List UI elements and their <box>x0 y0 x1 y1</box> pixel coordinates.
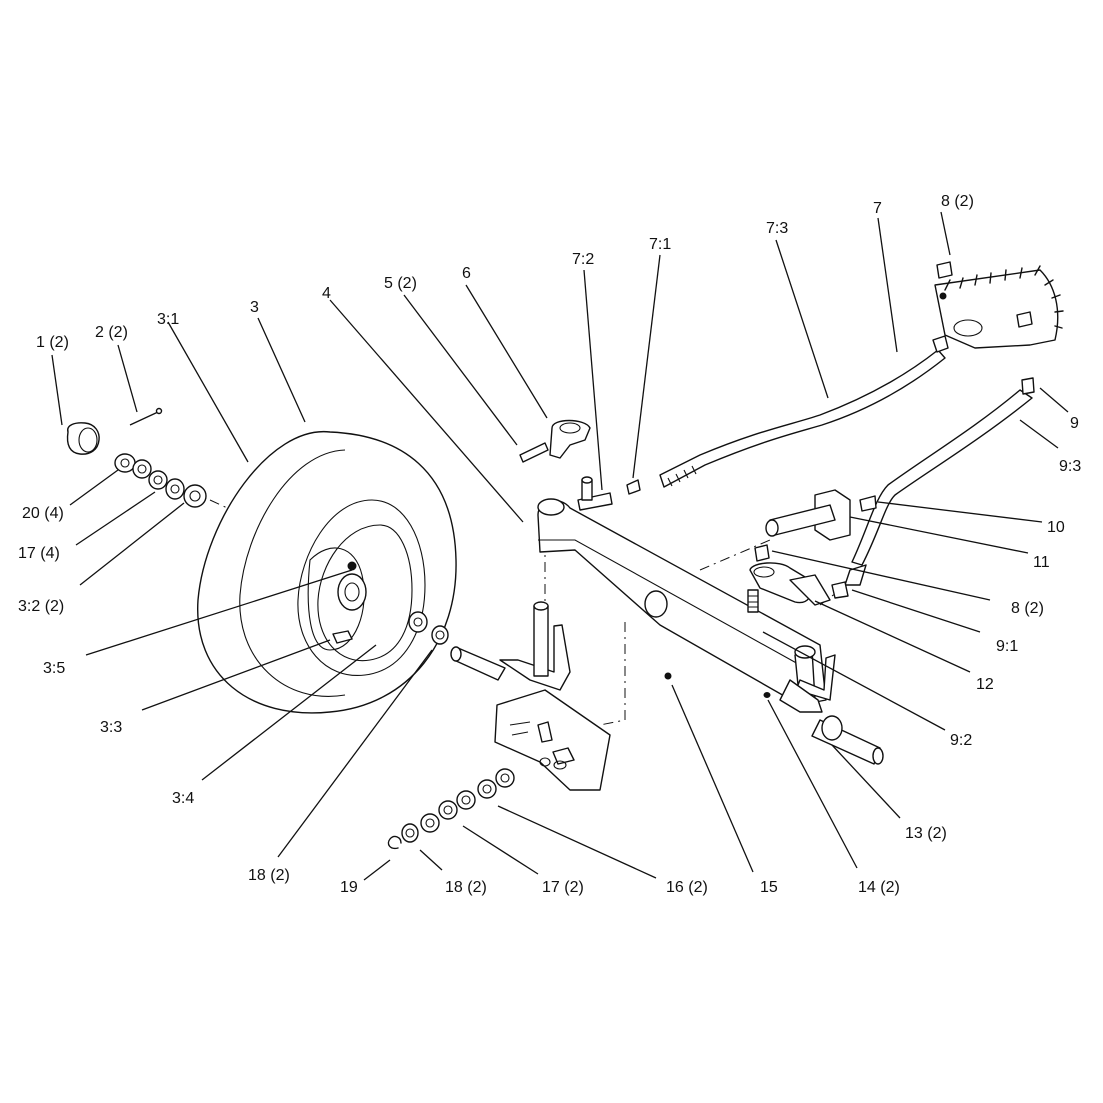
callout-7: 7 <box>873 200 882 217</box>
callout-18a: 18 (2) <box>248 867 290 884</box>
grease-fitting-14 <box>763 692 771 698</box>
callout-8b: 8 (2) <box>1011 600 1044 617</box>
cotter-pin <box>129 411 159 426</box>
callout-7-2: 7:2 <box>572 251 594 268</box>
washer-18a <box>408 611 428 633</box>
callout-13: 13 (2) <box>905 825 947 842</box>
callout-9: 9 <box>1070 415 1079 432</box>
hub-parts-left <box>66 407 207 508</box>
callout-3-2: 3:2 (2) <box>18 598 64 615</box>
washer-16 <box>495 768 515 788</box>
callout-12: 12 <box>976 676 994 693</box>
callout-3-1: 3:1 <box>157 311 179 328</box>
steering-arm-left <box>519 419 613 511</box>
washer-20b <box>132 459 152 479</box>
tie-rod-7 <box>626 335 949 495</box>
callout-7-3: 7:3 <box>766 220 788 237</box>
mounting-bracket <box>494 689 611 791</box>
washer-17e <box>438 800 458 820</box>
callout-11: 11 <box>1033 554 1050 571</box>
grease-fitting-15 <box>664 672 672 680</box>
callout-9-2: 9:2 <box>950 732 972 749</box>
wheel-hub <box>337 573 367 611</box>
callout-19: 19 <box>340 879 358 896</box>
hex-bolt-8b <box>1016 311 1033 328</box>
callout-7-1: 7:1 <box>649 236 671 253</box>
hex-bolt-8 <box>936 261 953 279</box>
callout-15: 15 <box>760 879 778 896</box>
callout-17b: 17 (2) <box>542 879 584 896</box>
bolt-10 <box>859 495 877 512</box>
washer-20a <box>114 453 136 473</box>
bottom-washers <box>387 768 515 850</box>
jam-nut-7-1 <box>626 479 641 495</box>
callout-9-3: 9:3 <box>1059 458 1081 475</box>
washer-18c <box>420 813 440 833</box>
callout-3-5: 3:5 <box>43 660 65 677</box>
right-axle-shaft <box>811 715 884 765</box>
hub-cap <box>66 422 100 455</box>
callout-3-4: 3:4 <box>172 790 194 807</box>
threaded-end-9 <box>844 564 867 586</box>
valve-stem <box>332 630 353 644</box>
callout-8a: 8 (2) <box>941 193 974 210</box>
spindle-axle <box>453 647 506 681</box>
washer-17d <box>456 790 476 810</box>
sector-gear <box>934 261 1064 349</box>
axle-beam <box>537 498 836 713</box>
callout-10: 10 <box>1047 519 1065 536</box>
steering-arm-right <box>747 562 831 613</box>
steering-arm <box>549 419 591 459</box>
callout-9-1: 9:1 <box>996 638 1018 655</box>
washer-17a <box>148 470 168 490</box>
callout-4: 4 <box>322 285 331 302</box>
pivot-bore <box>644 590 668 618</box>
ball-joint-9-2 <box>747 589 759 613</box>
washer-17c <box>477 779 497 799</box>
nut-9-1 <box>831 581 849 599</box>
ball-joint-7-2 <box>577 492 613 511</box>
callout-2: 2 (2) <box>95 324 128 341</box>
leader-lines <box>51 211 1069 881</box>
callout-20: 20 (4) <box>22 505 64 522</box>
callout-3: 3 <box>250 299 259 316</box>
callout-17a: 17 (4) <box>18 545 60 562</box>
callout-labels: 1 (2) 2 (2) 3:1 3 4 5 (2) 6 7:2 7:1 7:3 … <box>18 193 1081 896</box>
e-clip <box>387 835 402 850</box>
callout-6: 6 <box>462 265 471 282</box>
threaded-rod-7-3 <box>659 349 946 488</box>
bearing-3-2 <box>183 484 207 508</box>
callout-18b: 18 (2) <box>445 879 487 896</box>
small-hardware <box>664 672 771 698</box>
hex-nut-8b <box>754 544 770 562</box>
callout-5: 5 (2) <box>384 275 417 292</box>
washer-18d <box>401 823 419 843</box>
callout-1: 1 (2) <box>36 334 69 351</box>
drag-link-9 <box>831 377 1035 599</box>
tire <box>197 431 457 714</box>
left-spindle <box>499 624 571 691</box>
pivot-bracket <box>754 489 877 562</box>
callout-3-3: 3:3 <box>100 719 122 736</box>
wheel-assembly <box>197 431 457 714</box>
grease-fitting <box>347 561 357 571</box>
callout-16: 16 (2) <box>666 879 708 896</box>
washer-18b <box>431 625 449 645</box>
pin-5 <box>519 442 549 463</box>
washer-17b <box>165 478 185 500</box>
spindle-parts <box>408 601 571 691</box>
callout-14: 14 (2) <box>858 879 900 896</box>
